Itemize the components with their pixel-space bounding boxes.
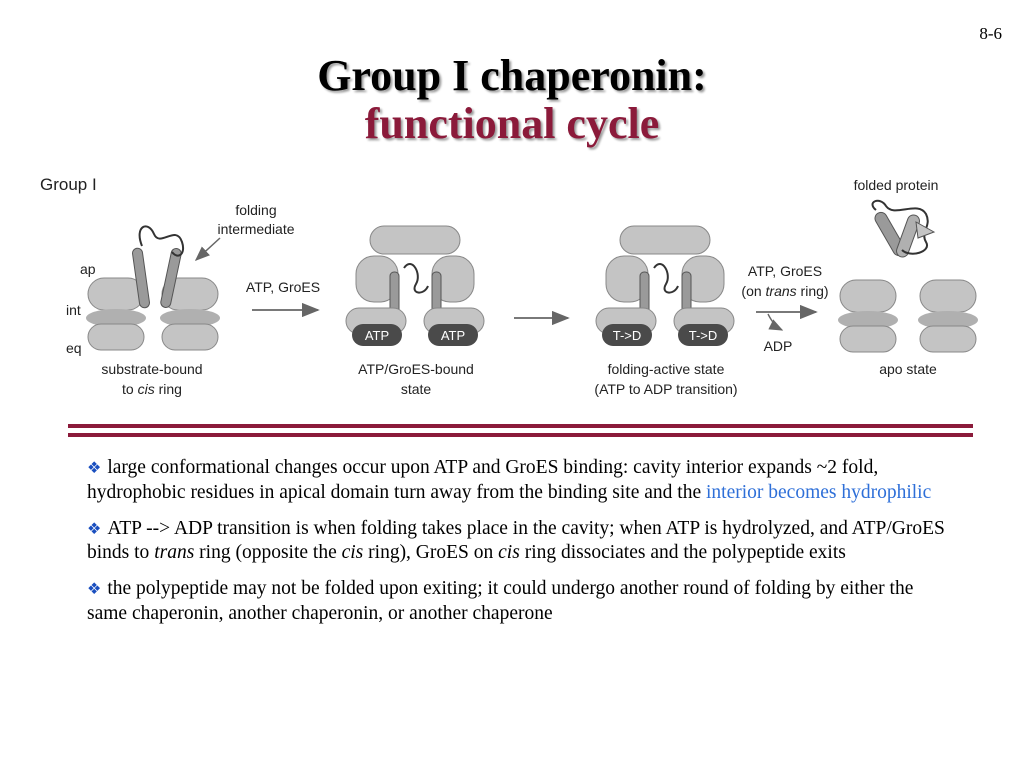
folding-intermediate-label-2: intermediate	[217, 221, 294, 237]
step3-label-line2: (on trans ring)	[741, 283, 828, 299]
slide-number: 8-6	[979, 24, 1002, 43]
bullet-list: ❖large conformational changes occur upon…	[87, 456, 957, 638]
state3-label-line2: (ATP to ADP transition)	[594, 381, 737, 397]
slide-title: Group I chaperonin: functional cycle	[0, 52, 1024, 147]
state1-label-line2: to cis ring	[122, 381, 182, 397]
bullet-2: ❖ATP --> ADP transition is when folding …	[87, 517, 945, 564]
state4-label: apo state	[879, 361, 937, 377]
title-line-1: Group I chaperonin:	[317, 51, 707, 100]
highlight-text: interior becomes hydrophilic	[705, 481, 932, 503]
adp-release-arrow	[767, 313, 784, 331]
chaperonin-cycle-diagram: Group I ap int eq folding intermediate s…	[30, 168, 1000, 418]
step3-label-line1: ATP, GroES	[748, 263, 822, 279]
cycle-svg: Group I ap int eq folding intermediate s…	[40, 175, 978, 397]
state3-label-line1: folding-active state	[608, 361, 725, 377]
atp-tag-left: ATP	[365, 328, 389, 343]
state-atp-groes-bound	[345, 225, 485, 346]
domain-label-int: int	[66, 302, 81, 318]
folded-protein-label: folded protein	[854, 177, 939, 193]
divider-rule-bottom	[68, 433, 973, 437]
atp-tag-right: ATP	[441, 328, 465, 343]
group-label: Group I	[40, 175, 97, 194]
state1-label-line1: substrate-bound	[101, 361, 202, 377]
intermediate-pointer-arrow	[194, 237, 221, 262]
state2-label-line2: state	[401, 381, 432, 397]
domain-label-ap: ap	[80, 261, 96, 277]
divider-rule-top	[68, 424, 973, 428]
state-apo	[838, 279, 978, 353]
title-line-2: functional cycle	[364, 98, 660, 148]
step3-release-label: ADP	[764, 338, 793, 354]
state-substrate-bound	[86, 225, 220, 351]
folding-intermediate-label-1: folding	[235, 202, 276, 218]
bullet-diamond-icon: ❖	[87, 518, 102, 538]
bullet-diamond-icon: ❖	[87, 458, 102, 477]
state-folding-active	[595, 225, 735, 346]
step1-label: ATP, GroES	[246, 279, 320, 295]
folded-protein-shape	[871, 199, 936, 258]
bullet-diamond-icon: ❖	[87, 579, 102, 598]
domain-label-eq: eq	[66, 340, 82, 356]
bullet-3: ❖the polypeptide may not be folded upon …	[87, 578, 914, 624]
state2-label-line1: ATP/GroES-bound	[358, 361, 474, 377]
transition-tag-left: T->D	[613, 328, 642, 343]
transition-tag-right: T->D	[689, 328, 718, 343]
bullet-1: ❖large conformational changes occur upon…	[87, 457, 932, 503]
